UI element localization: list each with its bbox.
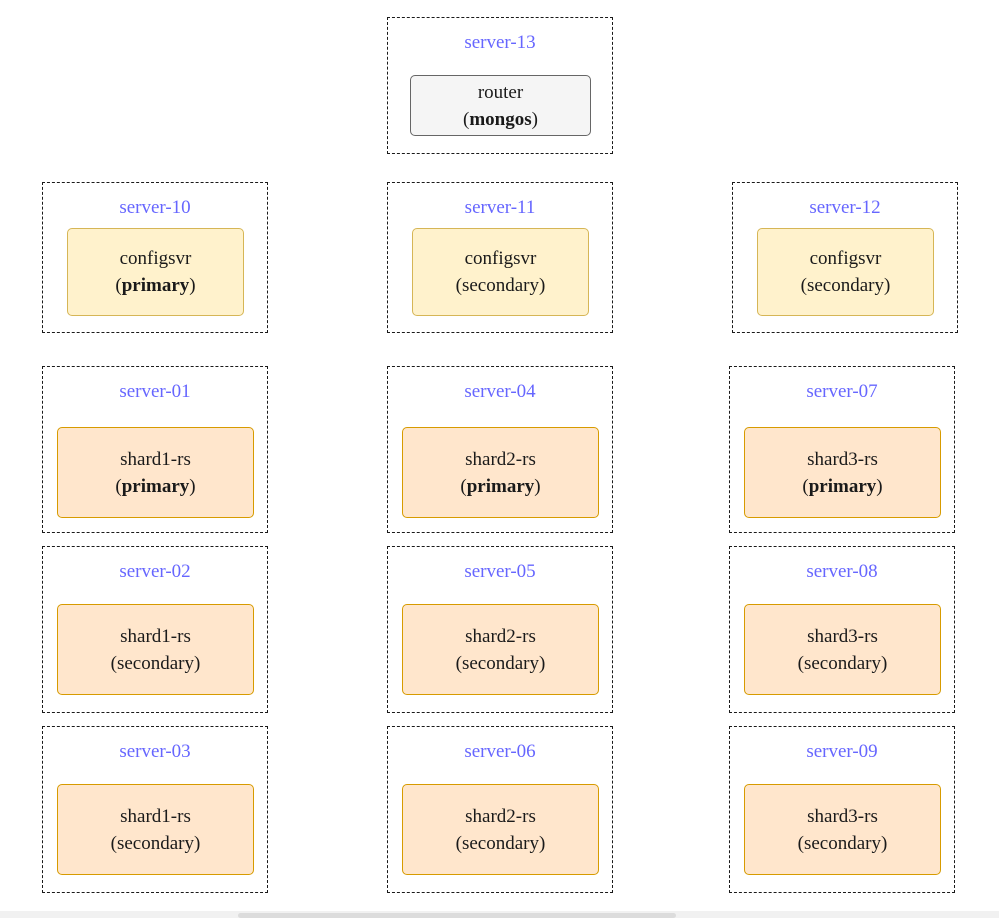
node-name: configsvr bbox=[119, 248, 192, 269]
shard1-secondary-node[interactable]: shard1-rs (secondary) bbox=[57, 784, 254, 875]
shard3-secondary-node[interactable]: shard3-rs (secondary) bbox=[744, 784, 941, 875]
shard3-secondary-node[interactable]: shard3-rs (secondary) bbox=[744, 604, 941, 695]
server-label: server-06 bbox=[464, 741, 536, 762]
node-role: secondary bbox=[116, 832, 195, 854]
server-09-box: server-09 shard3-rs (secondary) bbox=[729, 726, 955, 893]
server-label: server-01 bbox=[119, 381, 191, 402]
server-03-box: server-03 shard1-rs (secondary) bbox=[42, 726, 268, 893]
server-label: server-13 bbox=[464, 32, 536, 53]
shard2-primary-node[interactable]: shard2-rs (primary) bbox=[402, 427, 599, 518]
server-label: server-07 bbox=[806, 381, 878, 402]
node-name: shard2-rs bbox=[465, 448, 536, 470]
node-name: router bbox=[477, 81, 524, 103]
server-06-box: server-06 shard2-rs (secondary) bbox=[387, 726, 613, 893]
node-role: primary bbox=[808, 475, 877, 497]
server-04-box: server-04 shard2-rs (primary) bbox=[387, 366, 613, 533]
node-role: primary bbox=[121, 475, 190, 497]
node-role: secondary bbox=[803, 652, 882, 674]
node-role: primary bbox=[121, 275, 190, 296]
server-01-box: server-01 shard1-rs (primary) bbox=[42, 366, 268, 533]
node-role: secondary bbox=[803, 832, 882, 854]
node-name: shard2-rs bbox=[465, 625, 536, 647]
server-label: server-04 bbox=[464, 381, 536, 402]
node-name: shard1-rs bbox=[120, 448, 191, 470]
node-role: secondary bbox=[806, 275, 885, 296]
server-02-box: server-02 shard1-rs (secondary) bbox=[42, 546, 268, 713]
horizontal-scrollbar-thumb[interactable] bbox=[238, 913, 676, 918]
server-label: server-09 bbox=[806, 741, 878, 762]
server-label: server-08 bbox=[806, 561, 878, 582]
node-role: secondary bbox=[116, 652, 195, 674]
node-role: mongos bbox=[469, 108, 532, 130]
shard2-secondary-node[interactable]: shard2-rs (secondary) bbox=[402, 604, 599, 695]
node-name: shard3-rs bbox=[807, 448, 878, 470]
server-label: server-05 bbox=[464, 561, 536, 582]
server-label: server-12 bbox=[809, 197, 881, 218]
configsvr-secondary-node[interactable]: configsvr (secondary) bbox=[412, 228, 589, 316]
node-name: shard1-rs bbox=[120, 625, 191, 647]
server-12-box: server-12 configsvr (secondary) bbox=[732, 182, 958, 333]
shard3-primary-node[interactable]: shard3-rs (primary) bbox=[744, 427, 941, 518]
node-role: secondary bbox=[461, 652, 540, 674]
node-name: configsvr bbox=[464, 248, 537, 269]
node-role: secondary bbox=[461, 275, 540, 296]
node-name: shard3-rs bbox=[807, 805, 878, 827]
server-05-box: server-05 shard2-rs (secondary) bbox=[387, 546, 613, 713]
configsvr-secondary-node[interactable]: configsvr (secondary) bbox=[757, 228, 934, 316]
router-node[interactable]: router (mongos) bbox=[410, 75, 591, 136]
node-role: secondary bbox=[461, 832, 540, 854]
shard1-primary-node[interactable]: shard1-rs (primary) bbox=[57, 427, 254, 518]
node-name: configsvr bbox=[809, 248, 882, 269]
shard1-secondary-node[interactable]: shard1-rs (secondary) bbox=[57, 604, 254, 695]
server-13-box: server-13 router (mongos) bbox=[387, 17, 613, 154]
server-label: server-03 bbox=[119, 741, 191, 762]
node-name: shard3-rs bbox=[807, 625, 878, 647]
node-name: shard2-rs bbox=[465, 805, 536, 827]
server-10-box: server-10 configsvr (primary) bbox=[42, 182, 268, 333]
configsvr-primary-node[interactable]: configsvr (primary) bbox=[67, 228, 244, 316]
server-label: server-11 bbox=[464, 197, 536, 218]
shard2-secondary-node[interactable]: shard2-rs (secondary) bbox=[402, 784, 599, 875]
node-role: primary bbox=[466, 475, 535, 497]
server-07-box: server-07 shard3-rs (primary) bbox=[729, 366, 955, 533]
server-label: server-10 bbox=[119, 197, 191, 218]
node-name: shard1-rs bbox=[120, 805, 191, 827]
server-label: server-02 bbox=[119, 561, 191, 582]
server-11-box: server-11 configsvr (secondary) bbox=[387, 182, 613, 333]
server-08-box: server-08 shard3-rs (secondary) bbox=[729, 546, 955, 713]
